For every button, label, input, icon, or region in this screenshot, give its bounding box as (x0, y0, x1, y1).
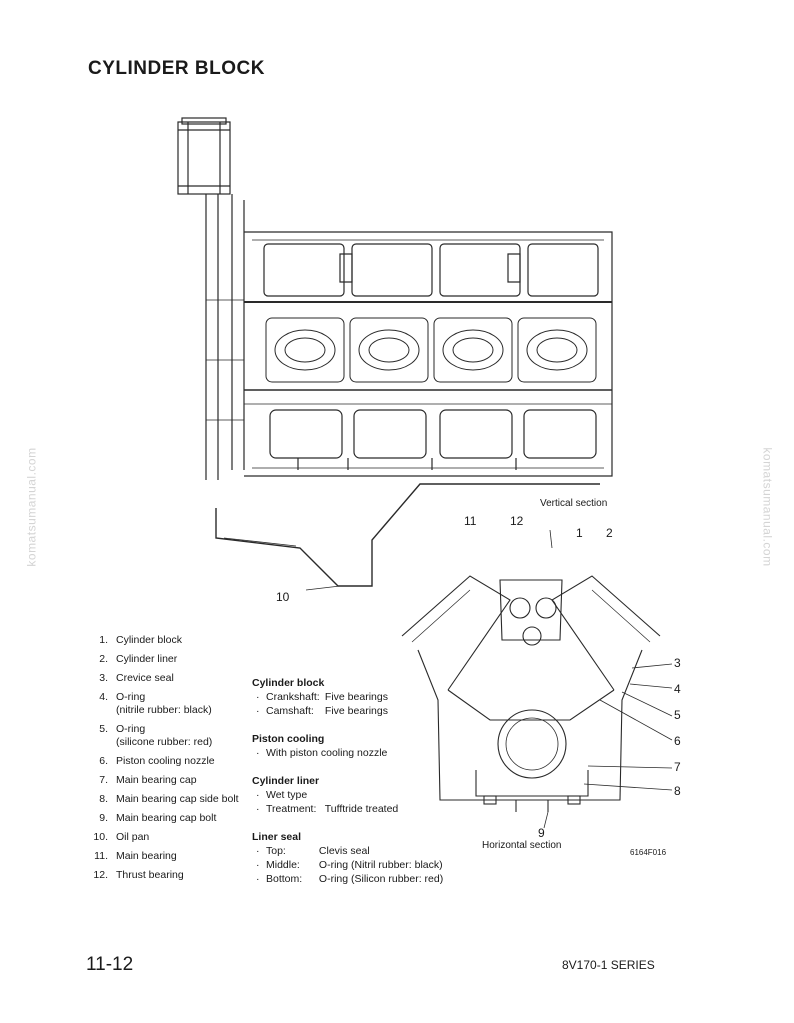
callout-3: 3 (674, 656, 681, 670)
callout-11: 11 (464, 514, 477, 528)
callout-7: 7 (674, 760, 681, 774)
horizontal-section-label: Horizontal section (482, 840, 562, 851)
vertical-section-label: Vertical section (540, 498, 608, 509)
list-item: 3.Crevice seal (99, 672, 174, 684)
callout-1: 1 (576, 526, 583, 540)
spec-line: ·Treatment: Tufftride treated (256, 803, 399, 815)
spec-heading: Piston cooling (252, 733, 325, 745)
spec-heading: Cylinder liner (252, 775, 320, 787)
list-item: 6.Piston cooling nozzle (99, 755, 215, 767)
parts-list: 1.Cylinder block 2.Cylinder liner 3.Crev… (93, 634, 239, 888)
callout-5: 5 (674, 708, 681, 722)
series-label: 8V170-1 SERIES (562, 958, 655, 972)
list-item: 5.O-ring(silicone rubber: red) (99, 723, 213, 748)
horizontal-section-drawing (401, 575, 661, 812)
spec-cylinder-liner: Cylinder liner ·Wet type ·Treatment: Tuf… (252, 774, 443, 816)
list-item: 2.Cylinder liner (99, 653, 178, 665)
list-item: 10.Oil pan (93, 831, 150, 843)
list-item: 11.Main bearing (94, 850, 177, 862)
spec-heading: Liner seal (252, 831, 302, 843)
spec-line: ·Camshaft: Five bearings (256, 705, 388, 717)
spec-liner-seal: Liner seal ·Top: Clevis seal ·Middle: O-… (252, 830, 443, 886)
callout-6: 6 (674, 734, 681, 748)
spec-piston-cooling: Piston cooling ·With piston cooling nozz… (252, 732, 443, 760)
list-item: 1.Cylinder block (99, 634, 182, 646)
list-item: 9.Main bearing cap bolt (99, 812, 217, 824)
spec-line: ·With piston cooling nozzle (256, 747, 388, 759)
page-title: CYLINDER BLOCK (88, 58, 265, 79)
list-item: 12.Thrust bearing (93, 869, 184, 881)
spec-line: ·Middle: O-ring (Nitril rubber: black) (256, 859, 443, 871)
spec-cylinder-block: Cylinder block ·Crankshaft: Five bearing… (252, 676, 443, 718)
page-number: 11-12 (86, 954, 134, 975)
list-item: 4.O-ring(nitrile rubber: black) (99, 691, 212, 716)
horizontal-leaders (543, 663, 673, 829)
callout-2: 2 (606, 526, 613, 540)
callout-4: 4 (674, 682, 681, 696)
callout-12: 12 (510, 514, 524, 528)
callout-8: 8 (674, 784, 681, 798)
figure-code: 6164F016 (630, 848, 667, 857)
spec-line: ·Bottom: O-ring (Silicon rubber: red) (256, 873, 444, 885)
callout-9: 9 (538, 826, 545, 840)
spec-line: ·Wet type (256, 789, 308, 801)
callout-10: 10 (276, 590, 290, 604)
list-item: 8.Main bearing cap side bolt (99, 793, 239, 805)
spec-heading: Cylinder block (252, 677, 325, 689)
spec-line: ·Top: Clevis seal (256, 845, 370, 857)
specifications: Cylinder block ·Crankshaft: Five bearing… (252, 676, 443, 900)
vertical-section-drawing (177, 117, 613, 587)
spec-line: ·Crankshaft: Five bearings (256, 691, 388, 703)
vertical-leaders (305, 529, 553, 591)
list-item: 7.Main bearing cap (99, 774, 197, 786)
